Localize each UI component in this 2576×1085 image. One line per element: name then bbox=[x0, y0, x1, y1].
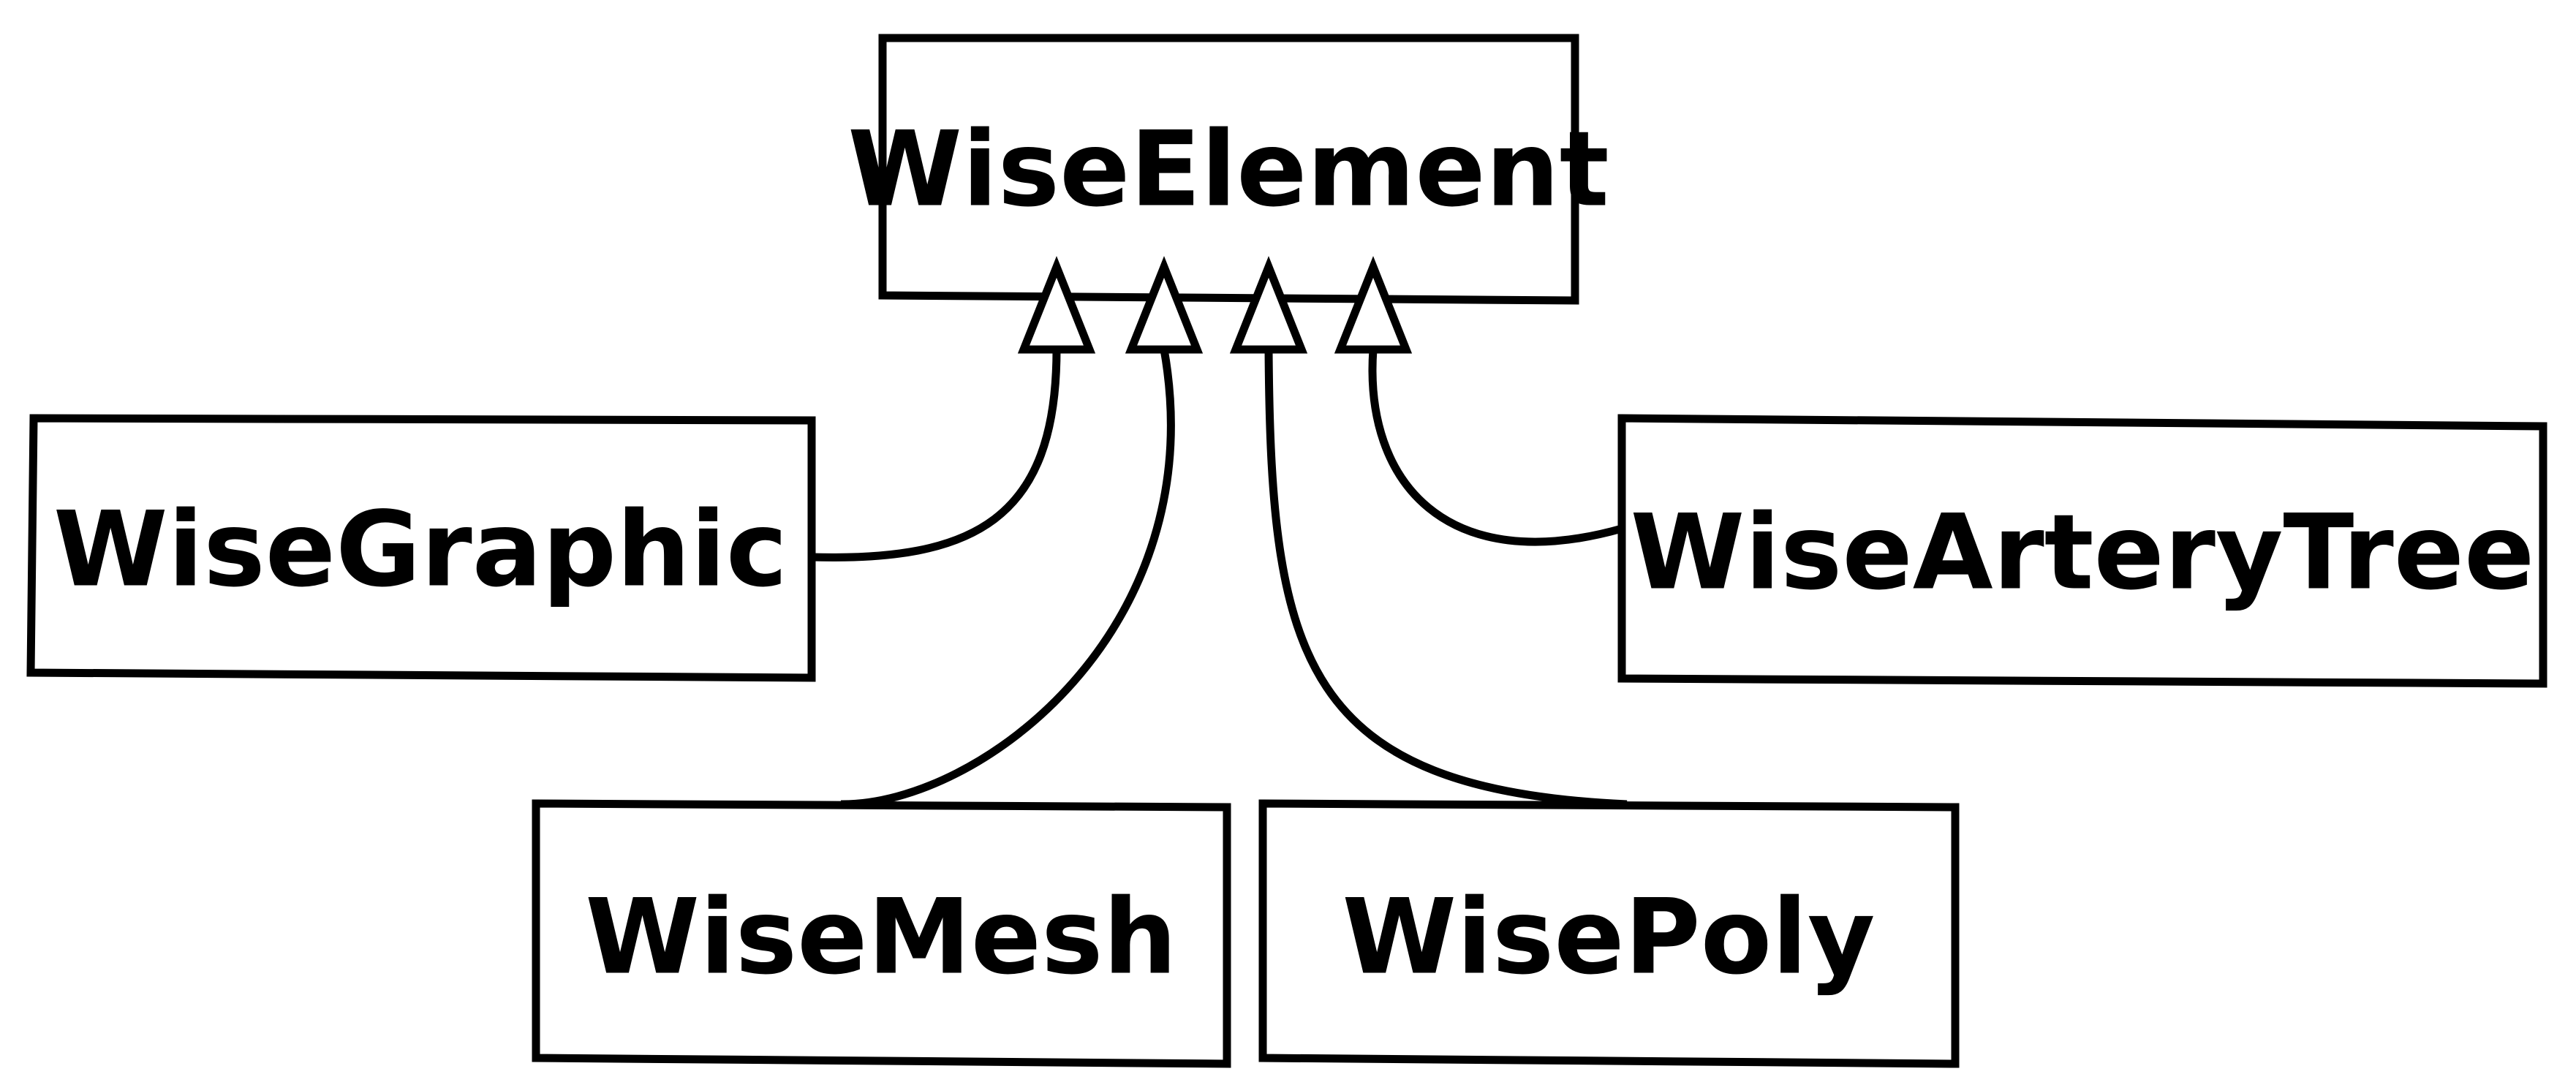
class-box-wisearterytree[interactable]: WiseArteryTree bbox=[1617, 414, 2547, 688]
arrowhead-wisegraphic bbox=[1017, 256, 1096, 354]
arrowhead-wisearterytree bbox=[1334, 256, 1413, 354]
edge-wisegraphic-to-wiseelement bbox=[811, 349, 1061, 562]
edge-wisepoly-to-wiseelement bbox=[1264, 349, 1628, 809]
class-label-wisemesh: WiseMesh bbox=[585, 877, 1176, 998]
arrowhead-wisemesh bbox=[1125, 256, 1204, 354]
edge-wisearterytree-to-wiseelement bbox=[1368, 349, 1623, 546]
class-box-wisemesh[interactable]: WiseMesh bbox=[532, 799, 1231, 1068]
class-label-wisepoly: WisePoly bbox=[1342, 877, 1876, 998]
inheritance-edges bbox=[811, 349, 1628, 809]
class-label-wisearterytree: WiseArteryTree bbox=[1631, 493, 2535, 613]
class-box-wisegraphic[interactable]: WiseGraphic bbox=[26, 414, 816, 682]
class-box-wiseelement[interactable]: WiseElement bbox=[847, 34, 1609, 305]
class-label-wiseelement: WiseElement bbox=[847, 110, 1609, 230]
arrowhead-wisepoly bbox=[1229, 256, 1308, 354]
edge-wisemesh-to-wiseelement bbox=[840, 349, 1175, 809]
class-label-wisegraphic: WiseGraphic bbox=[53, 490, 787, 610]
generalization-arrowheads bbox=[1017, 256, 1413, 354]
class-box-wisepoly[interactable]: WisePoly bbox=[1258, 799, 1960, 1068]
